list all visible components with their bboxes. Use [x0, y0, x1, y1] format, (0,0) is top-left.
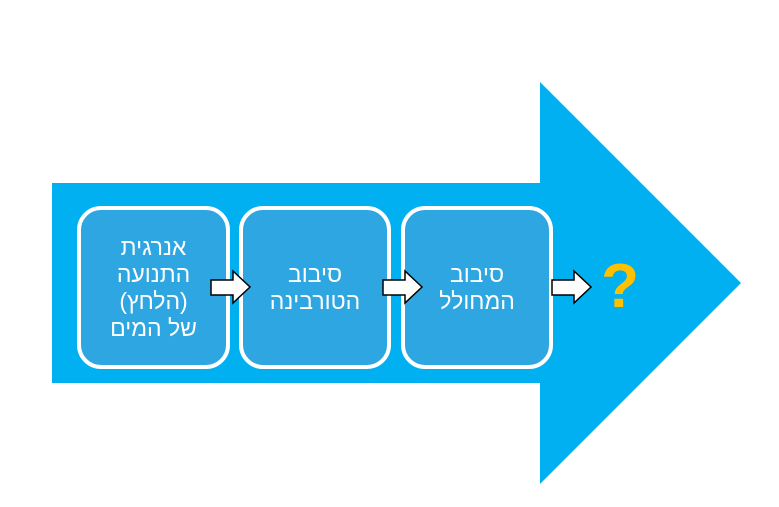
step-1-line-3: (הלחץ): [119, 287, 188, 314]
step-2-text: סיבוב הטורבינה: [241, 208, 389, 367]
step-2-line-2: הטורבינה: [269, 287, 361, 314]
step-3-line-2: המחולל: [439, 287, 515, 314]
step-2-line-1: סיבוב: [287, 260, 343, 287]
small-arrow-1: [210, 269, 252, 305]
step-1-line-1: אנרגית: [120, 233, 187, 260]
step-1-text: אנרגית התנועה (הלחץ) של המים: [79, 208, 228, 367]
step-3-text: סיבוב המחולל: [403, 208, 551, 367]
step-1-line-2: התנועה: [116, 260, 191, 287]
question-mark: ?: [601, 252, 639, 321]
step-1-line-4: של המים: [110, 314, 197, 341]
small-arrow-2: [382, 269, 424, 305]
small-arrow-3: [551, 269, 593, 305]
step-3-line-1: סיבוב: [449, 260, 505, 287]
